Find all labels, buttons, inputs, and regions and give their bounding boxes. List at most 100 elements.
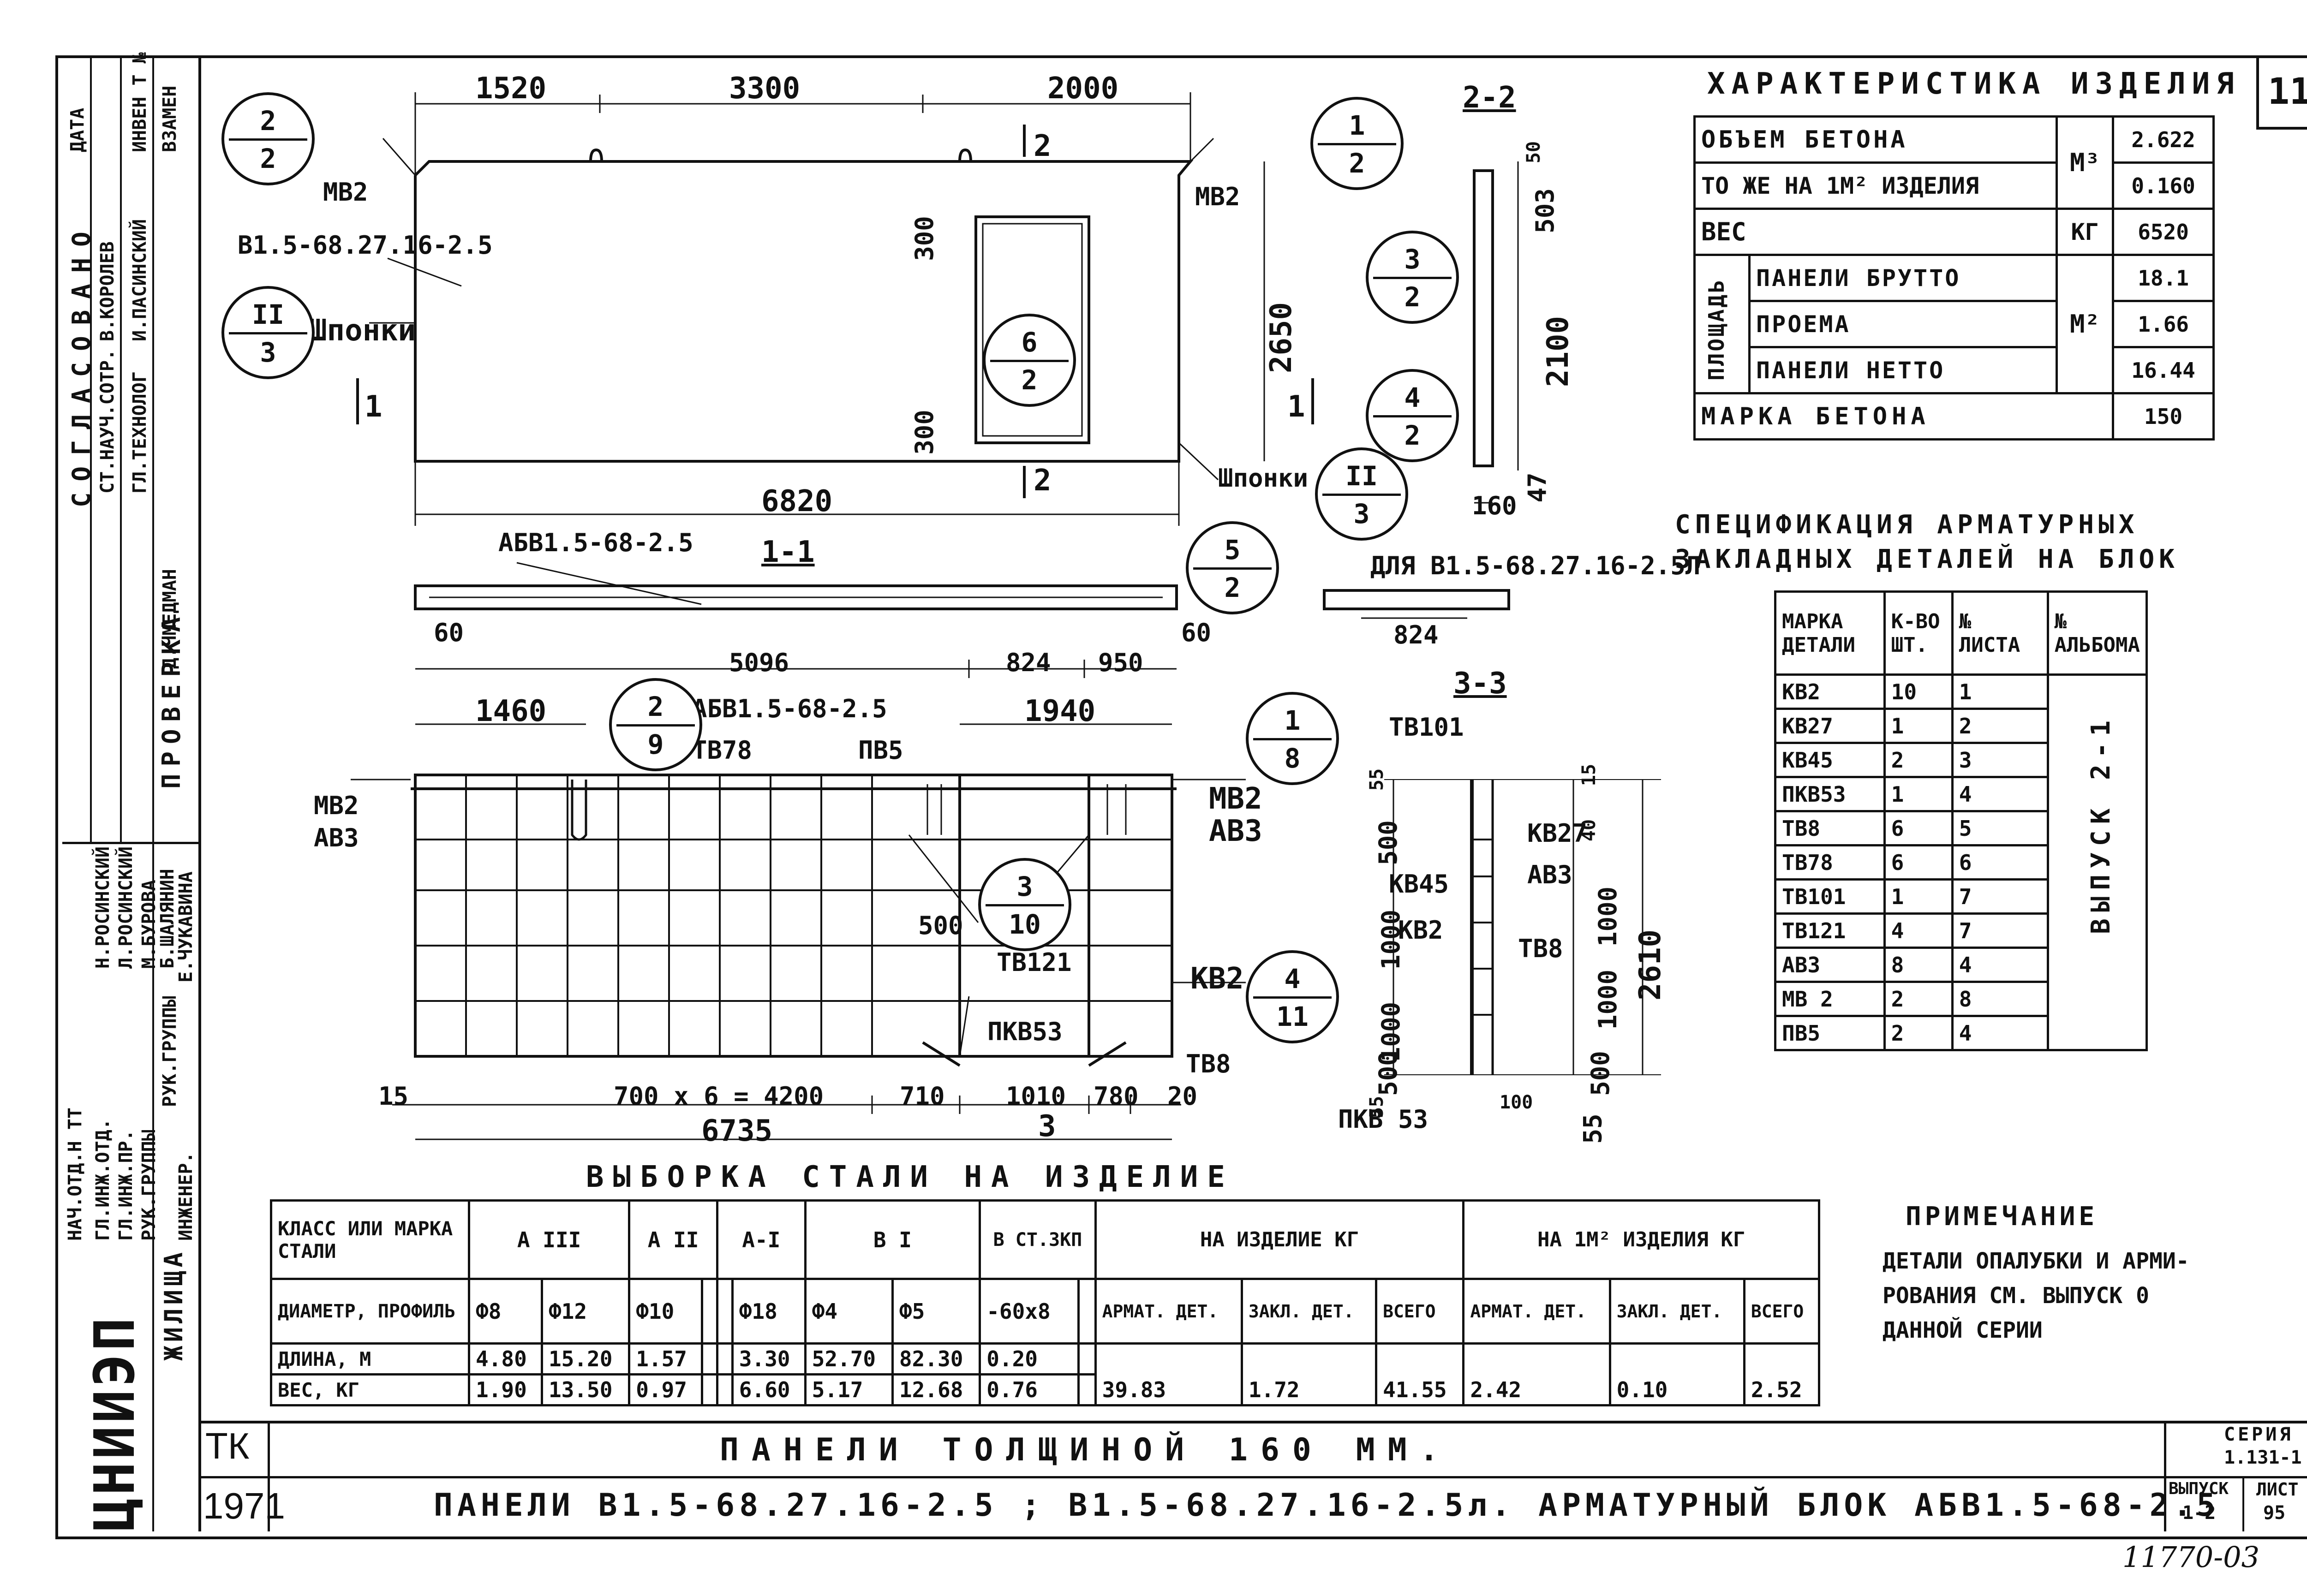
spec-cell: 6: [1883, 810, 1954, 846]
steel-class: А II: [628, 1199, 718, 1280]
spec-cell: ТВ121: [1774, 912, 1886, 949]
note-title: ПРИМЕЧАНИЕ: [1906, 1202, 2098, 1232]
s33-dim-500c: 500: [1585, 1051, 1615, 1096]
title-block-rule: [198, 1421, 2307, 1423]
sheet-number-box: [2256, 58, 2307, 130]
s33-dim-1000c: 1000: [1593, 886, 1623, 947]
s33-av3: АВ3: [1527, 860, 1572, 889]
char-label: МАРКА БЕТОНА: [1693, 392, 2115, 441]
steel-diam: [716, 1278, 734, 1345]
abv-label-top: АБВ1.5-68-2.5: [498, 528, 693, 557]
spec-header: № АЛЬБОМА: [2046, 590, 2148, 676]
steel-weight: 0.76: [979, 1373, 1080, 1406]
steel-diam: -60х8: [979, 1278, 1080, 1345]
char-label: ВЕС: [1693, 208, 2058, 256]
section-mark-3: 3: [1038, 1109, 1056, 1143]
spec-cell: 4: [1951, 947, 2049, 983]
s33-kv45: КВ45: [1389, 869, 1449, 899]
steel-weight: [701, 1373, 718, 1406]
spec-cell: МВ 2: [1774, 981, 1886, 1017]
steel-total: 1.72: [1240, 1342, 1378, 1406]
dim-3300: 3300: [729, 71, 801, 106]
steel-total: 0.10: [1608, 1342, 1745, 1406]
steel-weight: 1.90: [468, 1373, 543, 1406]
shponki-right: Шпонки: [1218, 464, 1309, 493]
steel-length: 1.57: [628, 1342, 704, 1376]
series-label: СЕРИЯ: [2224, 1424, 2294, 1445]
steel-class: В СТ.3КП: [979, 1199, 1097, 1280]
char-value: 1.66: [2112, 300, 2215, 348]
steel-weight: [1077, 1373, 1097, 1406]
steel-length: 52.70: [804, 1342, 894, 1376]
steel-length-label: ДЛИНА, М: [270, 1342, 470, 1376]
dim-11-824: 824: [1006, 648, 1051, 677]
steel-diam: Ф8: [468, 1278, 543, 1345]
spec-cell: ТВ8: [1774, 810, 1886, 846]
steel-weight-label: ВЕС, КГ: [270, 1373, 470, 1406]
spec-cell: ТВ101: [1774, 878, 1886, 915]
spec-cell: 4: [1883, 912, 1954, 949]
spec-cell: 6: [1883, 844, 1954, 881]
spec-cell: АВ3: [1774, 947, 1886, 983]
steel-diam: [701, 1278, 718, 1345]
characteristics-title: ХАРАКТЕРИСТИКА ИЗДЕЛИЯ: [1707, 67, 2241, 101]
s33-dim-100: 100: [1500, 1092, 1533, 1113]
for-l-note: ДЛЯ В1.5-68.27.16-2.5Л: [1370, 551, 1701, 580]
mb2-label-left: МВ2: [323, 178, 368, 207]
char-value: 16.44: [2112, 346, 2215, 394]
spec-cell: ТВ78: [1774, 844, 1886, 881]
steel-length: [1077, 1342, 1097, 1376]
steel-subhead: АРМАТ. ДЕТ.: [1094, 1278, 1243, 1345]
mark-av3-left: АВ3: [314, 823, 359, 852]
section-1-1-title: 1-1: [761, 535, 815, 569]
dim-11-5096: 5096: [729, 648, 789, 677]
dim-6735: 6735: [701, 1114, 773, 1148]
dim-22-2100: 2100: [1541, 316, 1576, 387]
title-main: ПАНЕЛИ ТОЛЩИНОЙ 160 ММ.: [720, 1432, 1452, 1468]
spec-header: № ЛИСТА: [1951, 590, 2049, 676]
char-label: ОБЪЕМ БЕТОНА: [1693, 115, 2058, 164]
spec-cell: 5: [1951, 810, 2049, 846]
steel-length: 4.80: [468, 1342, 543, 1376]
spec-header: К-ВО ШТ.: [1883, 590, 1954, 676]
s33-dim-1000d: 1000: [1593, 969, 1623, 1030]
s33-dim-40: 40: [1578, 819, 1600, 842]
spec-album: ВЫПУСК 2-1: [2086, 714, 2116, 934]
spec-cell: 2: [1883, 1015, 1954, 1051]
s33-dim-55b: 55: [1366, 1096, 1388, 1119]
steel-per-item: НА ИЗДЕЛИЕ КГ: [1094, 1199, 1465, 1280]
section-mark-1-right: 1: [1287, 390, 1305, 424]
steel-diam-label: ДИАМЕТР, ПРОФИЛЬ: [270, 1278, 470, 1345]
char-value: 6520: [2112, 208, 2215, 256]
char-label: ТО ЖЕ НА 1М² ИЗДЕЛИЯ: [1693, 161, 2058, 210]
dim-1520: 1520: [475, 71, 547, 106]
mark-kv2: КВ2: [1190, 962, 1244, 996]
steel-total: 2.42: [1462, 1342, 1611, 1406]
char-value: 150: [2112, 392, 2215, 441]
year-label: 1971: [203, 1485, 285, 1526]
steel-weight: 0.97: [628, 1373, 704, 1406]
steel-class: А-I: [716, 1199, 807, 1280]
s33-dim-15: 15: [1578, 763, 1600, 786]
section-2-2-title: 2-2: [1463, 81, 1516, 115]
section-mark-2-top: 2: [1034, 129, 1052, 163]
dim-824-33: 824: [1393, 620, 1439, 649]
steel-weight: 6.60: [731, 1373, 807, 1406]
dim-22-47: 47: [1523, 472, 1552, 503]
spec-cell: 3: [1951, 742, 2049, 778]
steel-table: КЛАСС ИЛИ МАРКА СТАЛИ А III А II А-I В I…: [270, 1199, 1821, 1406]
spec-cell: 8: [1883, 947, 1954, 983]
steel-class: А III: [467, 1199, 631, 1280]
spec-cell: КВ2: [1774, 673, 1886, 710]
dim-1010: 1010: [1006, 1082, 1066, 1111]
char-value: 0.160: [2112, 161, 2215, 210]
char-label: ПАНЕЛИ НЕТТО: [1748, 346, 2058, 394]
steel-length: 82.30: [891, 1342, 981, 1376]
mb2-label-right: МВ2: [1195, 182, 1240, 211]
tk-label: ТК: [205, 1425, 250, 1466]
dim-780: 780: [1094, 1082, 1139, 1111]
spec-cell: ПВ5: [1774, 1015, 1886, 1051]
